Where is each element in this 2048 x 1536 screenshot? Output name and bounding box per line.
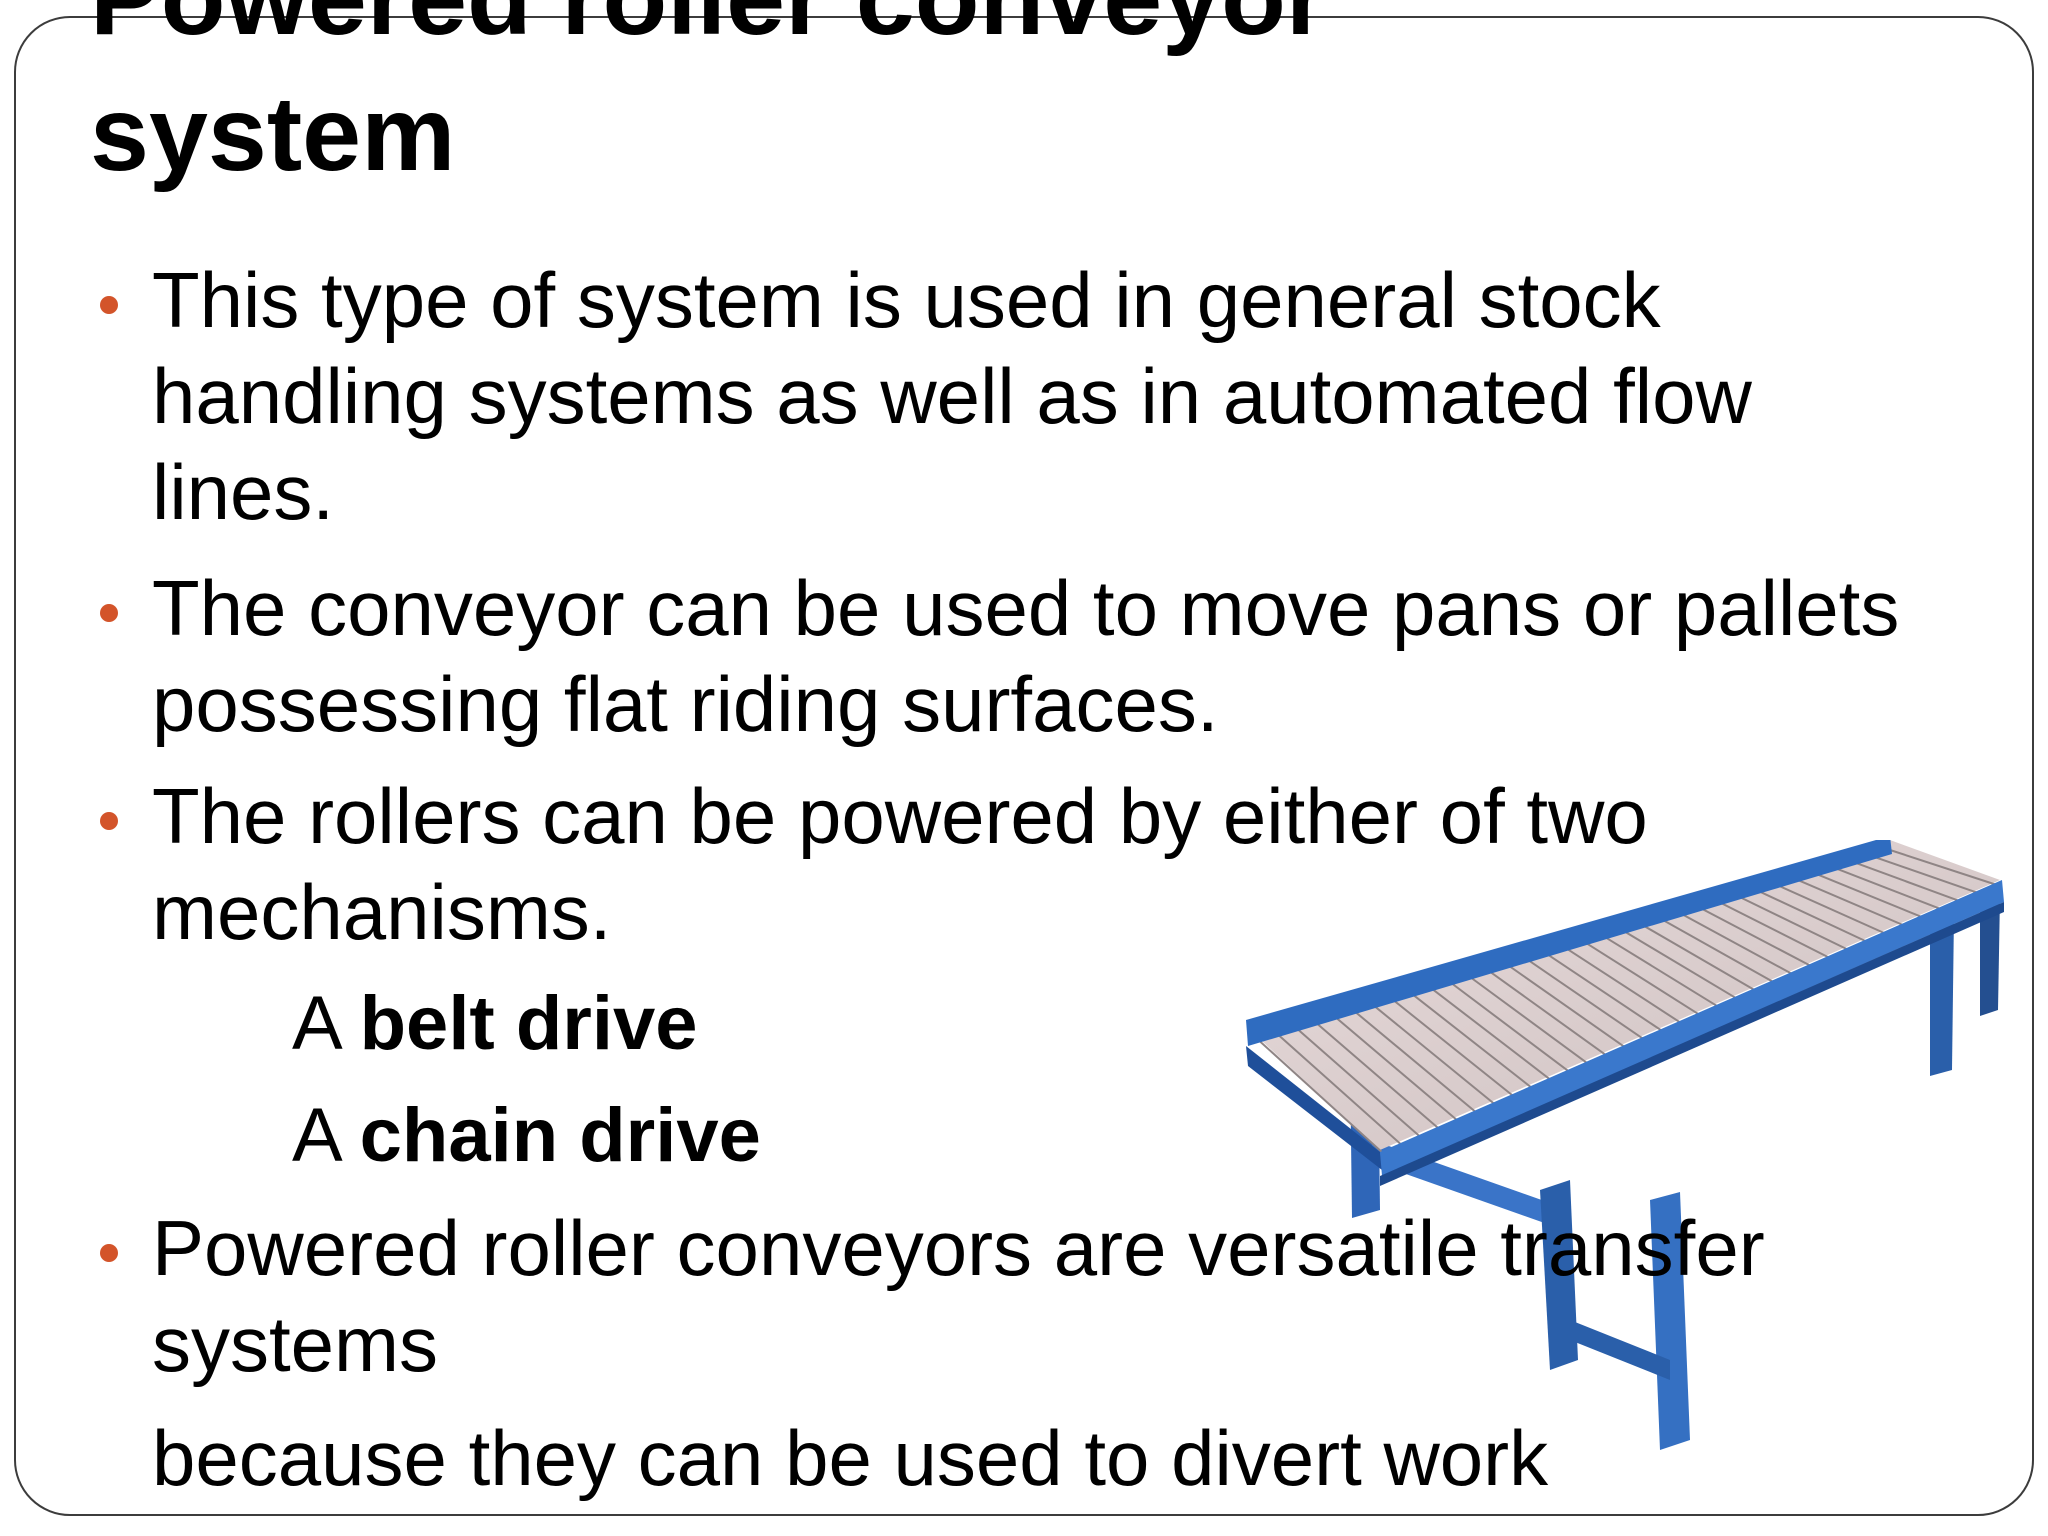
roller (1503, 961, 1628, 1050)
bullet-line: systems (152, 1300, 439, 1388)
roller (1465, 973, 1590, 1066)
sub-item-label: chain drive (359, 1093, 761, 1178)
roller (1696, 905, 1814, 969)
bullet-dot (100, 1244, 118, 1262)
bullet-line: lines. (152, 448, 335, 536)
roller (1773, 882, 1889, 936)
roller (1851, 860, 1964, 904)
slide-title: Powered roller conveyor system (90, 0, 1327, 202)
roller (1349, 1007, 1478, 1115)
roller (1793, 877, 1908, 928)
bullet-line: The rollers can be powered by either of … (152, 772, 1648, 860)
roller (1889, 849, 2001, 887)
bullet-dot (100, 296, 118, 314)
roller (1831, 865, 1945, 912)
roller (1716, 899, 1833, 960)
roller (1426, 984, 1553, 1082)
title-line: Powered roller conveyor (90, 0, 1327, 66)
roller (1812, 871, 1926, 920)
bullet-line: Powered roller conveyors are versatile t… (152, 1204, 1765, 1292)
roller (1523, 956, 1646, 1042)
bullet-item: The conveyor can be used to move pans or… (152, 560, 2012, 752)
continuation-text: because they can be used to divert work (152, 1414, 1549, 1502)
roller (1407, 990, 1534, 1090)
roller (1311, 1018, 1441, 1131)
roller (1330, 1012, 1460, 1123)
roller (1446, 978, 1572, 1074)
bullet-item: This type of system is used in general s… (152, 252, 2012, 540)
roller (1677, 911, 1796, 977)
roller (1484, 967, 1609, 1058)
roller (1272, 1029, 1404, 1147)
sub-item-label: belt drive (359, 981, 698, 1066)
roller (1253, 1035, 1385, 1155)
bullet-line: The conveyor can be used to move pans or… (152, 564, 1900, 652)
roller (1369, 1001, 1497, 1107)
roller (1735, 894, 1852, 952)
bullet-line: This type of system is used in general s… (152, 256, 1661, 344)
roller (1388, 995, 1516, 1098)
bullet-line: possessing flat riding surfaces. (152, 660, 1219, 748)
roller (1542, 950, 1665, 1034)
sub-item-chain-drive: A chain drive (292, 1088, 761, 1184)
bullet-item: Powered roller conveyors are versatile t… (152, 1200, 2012, 1392)
bullet-item: The rollers can be powered by either of … (152, 768, 2012, 960)
sub-item-belt-drive: A belt drive (292, 976, 698, 1072)
roller (1619, 928, 1740, 1001)
title-line: system (90, 75, 456, 193)
roller-conveyor-image (1246, 840, 2004, 1450)
roller (1658, 916, 1777, 985)
bullet-line: mechanisms. (152, 868, 612, 956)
bullet-line: handling systems as well as in automated… (152, 352, 1752, 440)
bullet-dot (100, 812, 118, 830)
roller (1600, 933, 1721, 1009)
sub-item-prefix: A (292, 981, 339, 1066)
roller (1870, 854, 1982, 896)
roller (1291, 1023, 1422, 1139)
roller (1754, 888, 1870, 944)
roller (1561, 944, 1684, 1025)
sub-item-prefix: A (292, 1093, 339, 1178)
roller (1581, 939, 1702, 1017)
roller (1638, 922, 1758, 993)
bullet-dot (100, 604, 118, 622)
slide-frame (14, 16, 2034, 1516)
